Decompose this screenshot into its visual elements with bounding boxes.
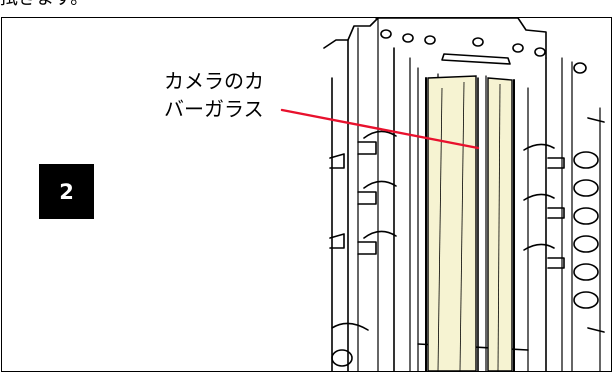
camera-cover-glass-label: カメラのカ バーガラス [164, 67, 264, 123]
instruction-text-fragment: 拭きます。 [0, 0, 88, 10]
callout-line-1: カメラのカ [164, 69, 264, 93]
callout-line-2: バーガラス [164, 97, 264, 121]
step-number-badge: 2 [39, 164, 94, 219]
scanner-camera-cover-glass-illustration-icon [323, 18, 605, 371]
